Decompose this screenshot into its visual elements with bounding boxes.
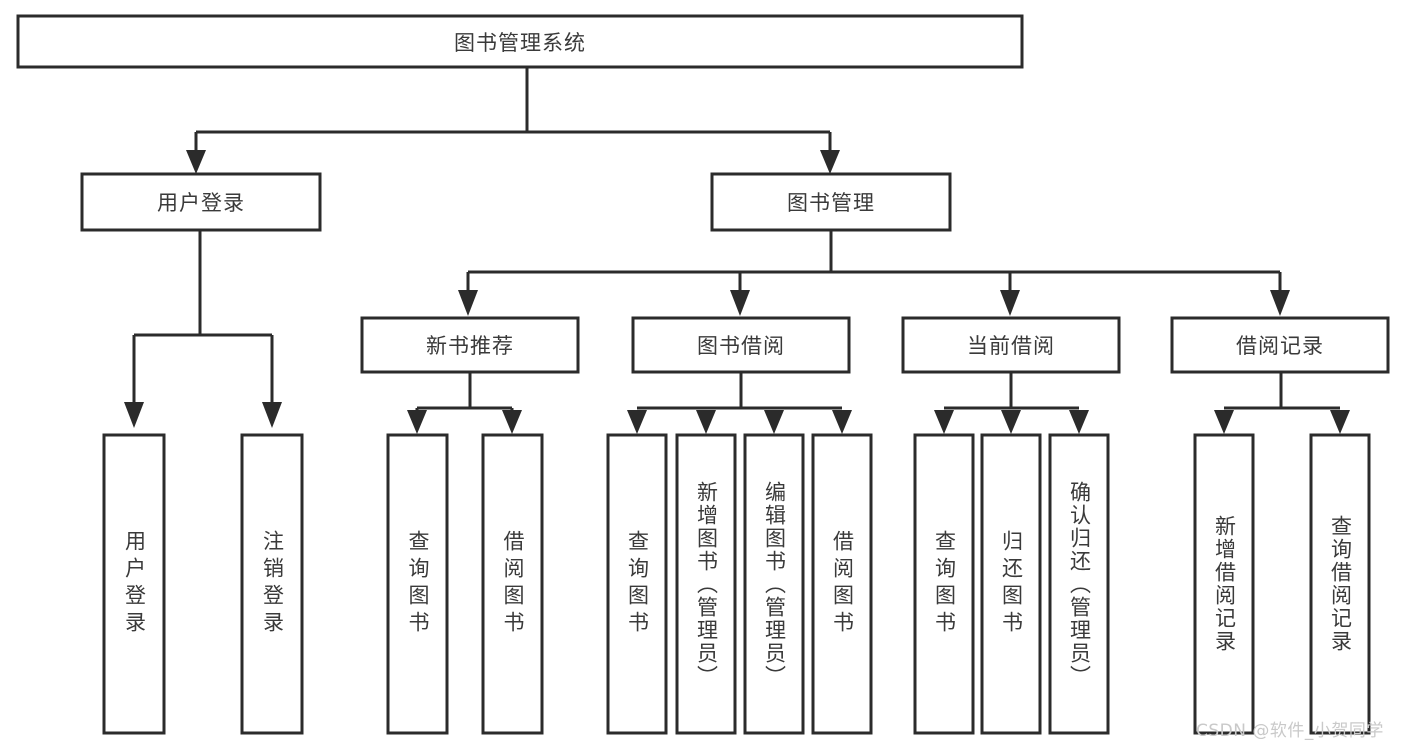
- node-box-root[interactable]: [16, 14, 1024, 69]
- arrow-head-borrow-record: [1270, 290, 1290, 316]
- arrow-head-book-borrow: [730, 290, 750, 316]
- arrow-head-user-login: [186, 150, 206, 174]
- arrow-head-currentborrow-leaf-2: [1001, 410, 1021, 434]
- node-box-leaf-bookborrow-2[interactable]: [675, 433, 737, 735]
- node-box-book-manage[interactable]: [710, 172, 952, 232]
- node-box-book-borrow[interactable]: [631, 316, 851, 374]
- node-box-leaf-currentborrow-1[interactable]: [913, 433, 975, 735]
- arrow-head-bookborrow-leaf-4: [832, 410, 852, 434]
- arrow-head-currentborrow-leaf-3: [1069, 410, 1089, 434]
- node-box-leaf-currentborrow-3[interactable]: [1048, 433, 1110, 735]
- node-box-leaf-borrowrecord-1[interactable]: [1193, 433, 1255, 735]
- arrow-head-bookborrow-leaf-1: [627, 410, 647, 434]
- node-box-leaf-bookborrow-1[interactable]: [606, 433, 668, 735]
- node-box-current-borrow[interactable]: [901, 316, 1121, 374]
- arrow-head-borrowrecord-leaf-1: [1214, 410, 1234, 434]
- node-box-leaf-user-1[interactable]: [102, 433, 166, 735]
- arrow-head-user-leaf-1: [124, 402, 144, 428]
- node-box-borrow-record[interactable]: [1170, 316, 1390, 374]
- arrow-head-new-book: [458, 290, 478, 316]
- arrow-head-newbook-leaf-2: [502, 410, 522, 434]
- node-box-leaf-user-2[interactable]: [240, 433, 304, 735]
- arrow-head-currentborrow-leaf-1: [934, 410, 954, 434]
- node-box-leaf-newbook-1[interactable]: [386, 433, 449, 735]
- node-box-leaf-borrowrecord-2[interactable]: [1309, 433, 1371, 735]
- arrow-head-bookborrow-leaf-3: [764, 410, 784, 434]
- node-box-user-login[interactable]: [80, 172, 322, 232]
- node-box-leaf-bookborrow-4[interactable]: [811, 433, 873, 735]
- arrow-head-borrowrecord-leaf-2: [1330, 410, 1350, 434]
- arrow-head-bookborrow-leaf-2: [696, 410, 716, 434]
- node-box-leaf-currentborrow-2[interactable]: [980, 433, 1042, 735]
- arrow-head-book-manage: [820, 150, 840, 174]
- node-box-leaf-bookborrow-3[interactable]: [743, 433, 805, 735]
- node-box-leaf-newbook-2[interactable]: [481, 433, 544, 735]
- arrow-head-current-borrow: [1000, 290, 1020, 316]
- node-box-new-book-recommend[interactable]: [360, 316, 580, 374]
- arrow-head-user-leaf-2: [262, 402, 282, 428]
- arrow-head-newbook-leaf-1: [407, 410, 427, 434]
